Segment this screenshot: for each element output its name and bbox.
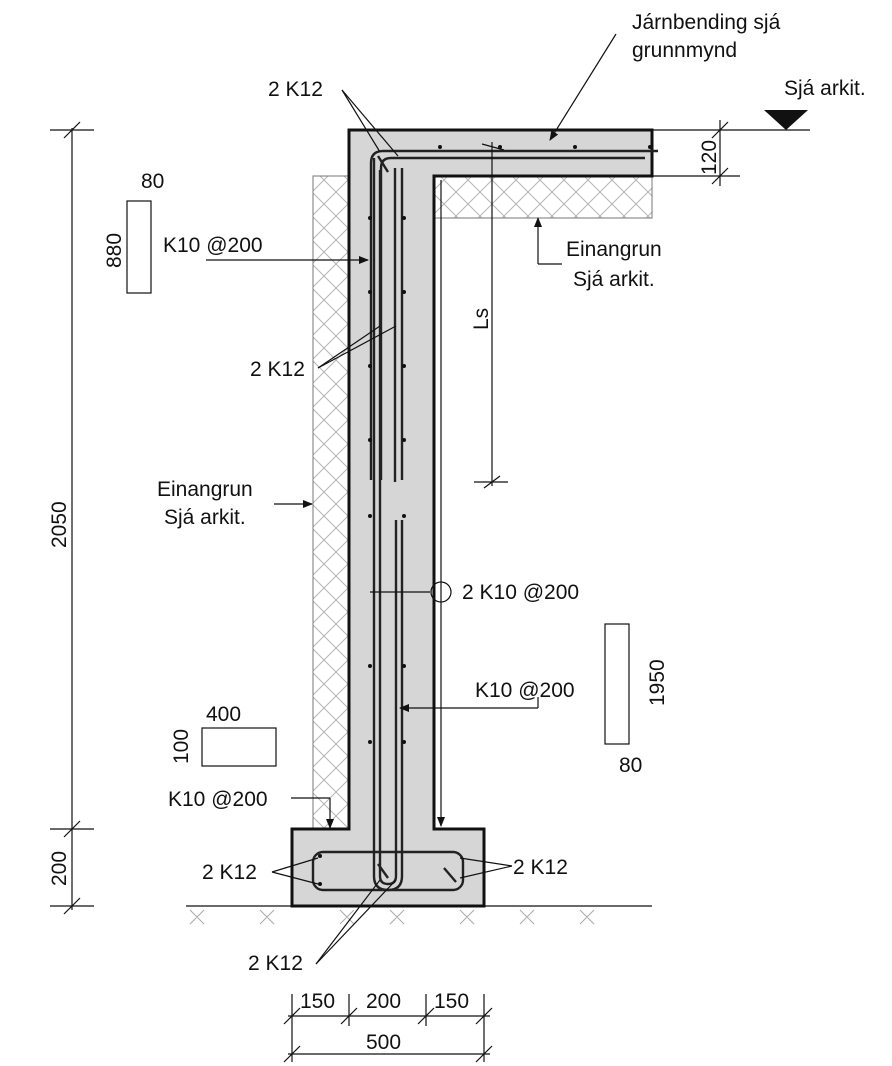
ground-hatch [189, 909, 595, 925]
insulation-top-label-1: Einangrun [566, 238, 662, 261]
insulation-left [312, 175, 350, 831]
insulation-top-label-2: Sjá arkit. [573, 268, 655, 291]
horizontal-bars-label: 2 K10 @200 [462, 581, 579, 604]
bar-shape-1 [126, 200, 152, 294]
bar-shape-2 [604, 623, 630, 745]
slab-thickness-label: 120 [698, 140, 721, 175]
level-triangle-icon [764, 110, 808, 130]
footing-left-bars-label: 2 K12 [202, 861, 257, 884]
top-rebar-note-line1: Járnbending sjá [632, 11, 781, 34]
shape2-width-label: 80 [619, 754, 642, 777]
shape3-width-label: 100 [170, 729, 193, 764]
footing-bottom-bars-label: 2 K12 [248, 952, 303, 975]
footing-height-label: 200 [48, 851, 71, 886]
mid-bars-label: 2 K12 [250, 358, 305, 381]
footing-bar-label: K10 @200 [168, 788, 268, 811]
dim-mid-label: 200 [366, 990, 401, 1013]
rebar [311, 145, 658, 892]
shape1-width-label: 80 [141, 170, 164, 193]
inner-vert-bar-label: K10 @200 [475, 679, 575, 702]
shape2-length-label: 1950 [646, 659, 669, 706]
level-ref-label: Sjá arkit. [784, 77, 866, 100]
outer-vert-bar-label: K10 @200 [163, 234, 263, 257]
insulation-left-label-2: Sjá arkit. [164, 506, 246, 529]
wall-height-label: 2050 [48, 501, 71, 548]
top-rebar-note-line2: grunnmynd [632, 39, 737, 62]
bar-shape-3 [201, 727, 277, 767]
shape1-length-label: 880 [103, 233, 126, 268]
dim-total-label: 500 [366, 1031, 401, 1054]
insulation-under-slab [433, 175, 653, 219]
shape3-length-label: 400 [206, 703, 241, 726]
insulation-left-label-1: Einangrun [157, 478, 253, 501]
top-bars-label: 2 K12 [268, 78, 323, 101]
lap-length-label: Ls [470, 308, 493, 330]
dim-left-label: 150 [300, 990, 335, 1013]
footing-right-bars-label: 2 K12 [513, 856, 568, 879]
dim-right-label: 150 [434, 990, 469, 1013]
